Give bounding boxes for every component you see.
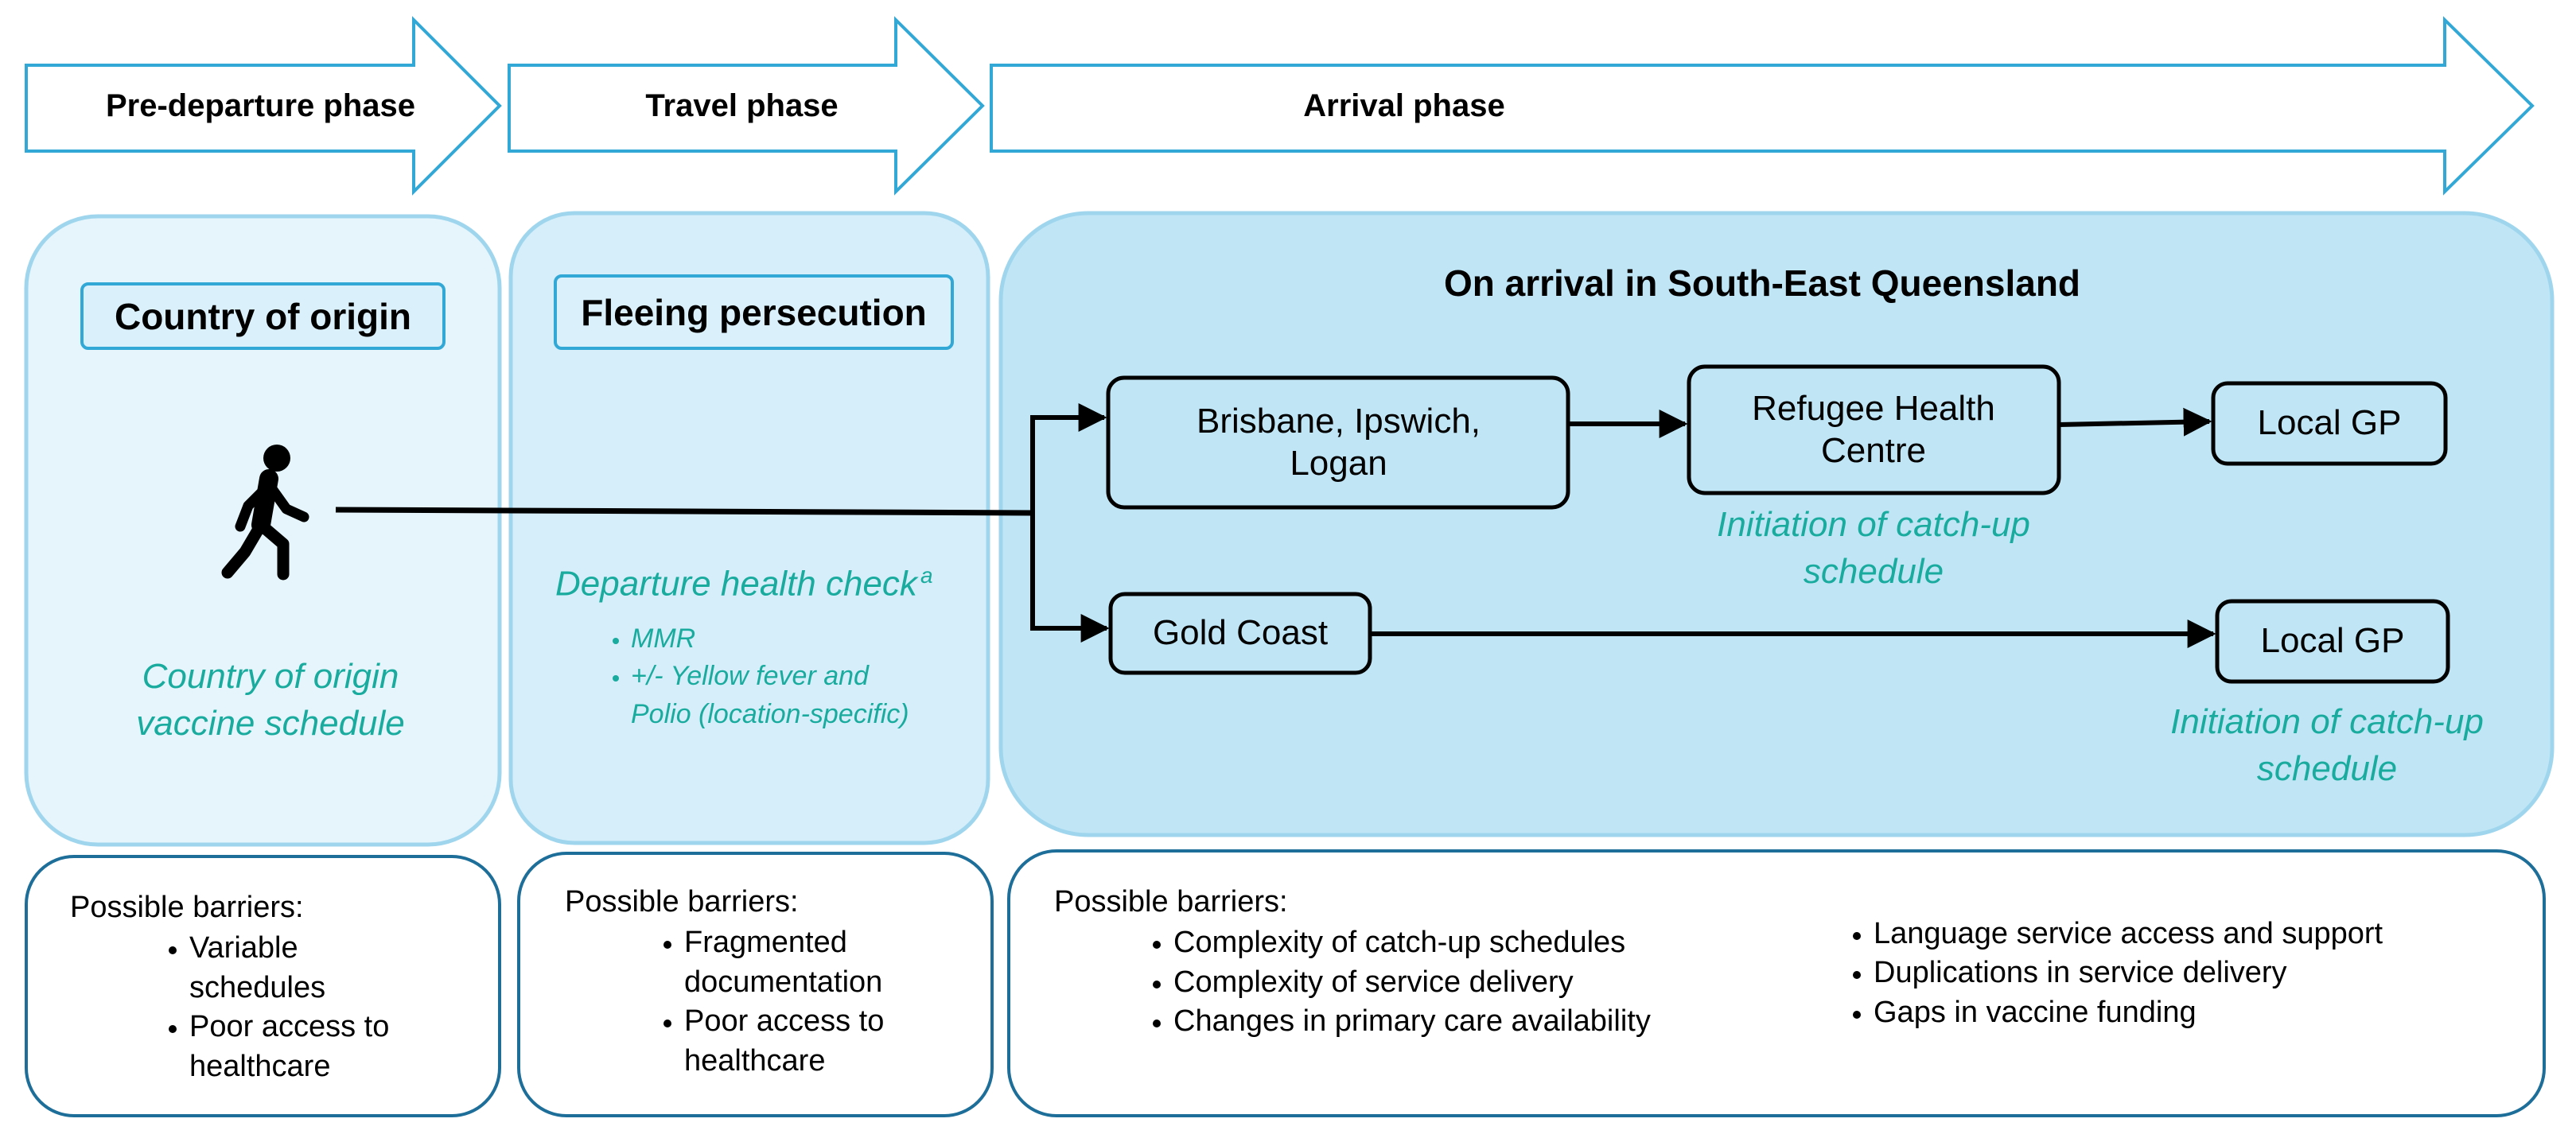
departure-check-title: Departure health check — [555, 564, 917, 604]
connector-main-line — [335, 507, 1033, 516]
phase-label-arrival: Arrival phase — [1303, 88, 1505, 123]
panel-fleeing — [508, 211, 990, 845]
barriers-list: Variable schedules Poor access to health… — [70, 929, 484, 1086]
node-brisbane: Brisbane, Ipswich, Logan — [1196, 401, 1481, 483]
barriers-list: Language service access and support Dupl… — [1754, 915, 2534, 1032]
node-box-brisbane — [1106, 375, 1570, 510]
node-gp-bottom: Local GP — [2260, 621, 2405, 661]
node-gp-top: Local GP — [2257, 403, 2402, 443]
barrier-box-travel — [517, 852, 994, 1117]
node-refugee-centre: Refugee Health Centre — [1752, 388, 1995, 470]
phase-label-travel: Travel phase — [645, 88, 839, 123]
section-title-fleeing: Fleeing persecution — [554, 274, 954, 350]
departure-check-list: MMR +/- Yellow fever and Polio (location… — [555, 620, 985, 734]
walking-person-icon — [221, 445, 309, 581]
list-item: Gaps in vaccine funding — [1874, 993, 2534, 1032]
barriers-list: Fragmented documentation Poor access to … — [565, 923, 979, 1081]
footnote-marker: a — [920, 563, 933, 588]
barrier-box-pre-departure — [25, 855, 501, 1117]
list-item: Duplications in service delivery — [1874, 954, 2534, 992]
barrier-box-arrival — [1007, 849, 2546, 1117]
list-item: Variable schedules — [189, 929, 348, 1008]
phase-label-pre-departure: Pre-departure phase — [105, 88, 416, 123]
phase-arrow-pre-departure — [25, 16, 502, 196]
barriers-pre-departure: Possible barriers: Variable schedules Po… — [70, 888, 484, 1086]
panel-arrival — [998, 211, 2555, 837]
list-item: Language service access and support — [1874, 915, 2534, 954]
origin-schedule-note: Country of origin vaccine schedule — [136, 656, 405, 743]
list-item: Complexity of catch-up schedules — [1173, 923, 1738, 962]
section-title-origin: Country of origin — [80, 282, 446, 350]
barriers-arrival-left: Possible barriers: Complexity of catch-u… — [1054, 883, 1738, 1042]
connector-branch-top — [1030, 403, 1107, 513]
barriers-heading: Possible barriers: — [565, 885, 799, 919]
list-item: Changes in primary care availability — [1173, 1002, 1738, 1041]
barriers-heading: Possible barriers: — [70, 891, 304, 924]
list-item: Poor access to healthcare — [684, 1002, 891, 1081]
node-gold-coast: Gold Coast — [1152, 613, 1329, 653]
list-item: Fragmented documentation — [684, 923, 923, 1002]
phase-arrow-travel — [508, 16, 985, 196]
gp-catchup-note: Initiation of catch-up schedule — [2170, 701, 2484, 788]
list-item: +/- Yellow fever and Polio (location-spe… — [631, 658, 917, 733]
list-item: Poor access to healthcare — [189, 1008, 396, 1086]
refugee-catchup-note: Initiation of catch-up schedule — [1717, 504, 2030, 591]
barriers-heading: Possible barriers: — [1054, 885, 1288, 919]
barriers-list: Complexity of catch-up schedules Complex… — [1054, 923, 1738, 1041]
node-box-refugee-centre — [1687, 364, 2061, 495]
barriers-travel: Possible barriers: Fragmented documentat… — [565, 883, 979, 1081]
section-title-arrival: On arrival in South-East Queensland — [1443, 262, 2081, 305]
node-box-gp-top — [2211, 381, 2448, 466]
connector-branch-bottom — [1030, 513, 1110, 643]
barriers-arrival-right: Language service access and support Dupl… — [1754, 913, 2534, 1032]
connector-centre-to-gp — [2058, 407, 2212, 437]
node-box-gp-bottom — [2215, 599, 2450, 684]
phase-arrow-arrival — [990, 16, 2535, 196]
list-item: MMR — [631, 620, 985, 658]
list-item: Complexity of service delivery — [1173, 963, 1738, 1002]
